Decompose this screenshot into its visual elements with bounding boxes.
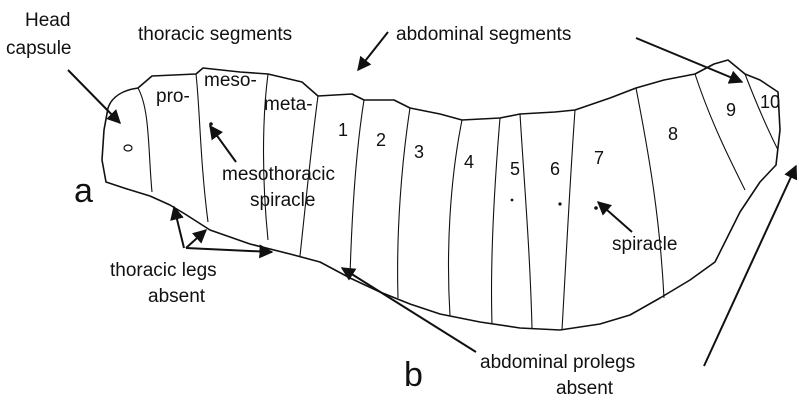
thoracic-legs-label-line1: thoracic legs [110, 260, 217, 281]
segment-6-dot [558, 202, 561, 205]
thoracic-legs-arrow-3 [186, 248, 272, 252]
thoracic-legs-arrow-2 [186, 230, 206, 248]
thoracic-segments-arrow [358, 32, 388, 70]
abdominal-segments-label: abdominal segments [396, 24, 571, 45]
spiracle-dot [594, 206, 598, 210]
mesothoracic-spiracle-dot [209, 122, 213, 126]
thoracic-segments-label: thoracic segments [138, 24, 292, 45]
mesothoracic-spiracle-label-line2: spiracle [250, 190, 315, 211]
abdominal-prolegs-label-line2: absent [556, 378, 614, 399]
head-capsule-label-line2: capsule [6, 38, 72, 59]
mesothoracic-spiracle-label-line1: mesothoracic [222, 164, 335, 185]
segment-number-2: 2 [376, 130, 386, 150]
meta-label: meta- [264, 94, 313, 115]
segment-number-6: 6 [550, 159, 560, 179]
segment-number-8: 8 [668, 124, 678, 144]
segment-number-1: 1 [338, 120, 348, 140]
abdominal-prolegs-label-line1: abdominal prolegs [480, 352, 635, 373]
head-capsule-label-line1: Head [25, 10, 70, 31]
segment-number-5: 5 [510, 159, 520, 179]
segment-5-dot [511, 199, 514, 202]
segment-number-10: 10 [760, 92, 780, 112]
thoracic-legs-label-line2: absent [148, 286, 206, 307]
head-capsule-arrow [68, 70, 120, 123]
panel-label-a: a [74, 172, 93, 210]
panel-label-b: b [404, 356, 423, 394]
segment-number-4: 4 [464, 152, 474, 172]
pro-label: pro- [156, 86, 190, 107]
segment-number-3: 3 [414, 142, 424, 162]
meso-label: meso- [204, 70, 257, 91]
spiracle-label: spiracle [612, 234, 677, 255]
segment-number-7: 7 [594, 148, 604, 168]
segment-number-9: 9 [726, 100, 736, 120]
